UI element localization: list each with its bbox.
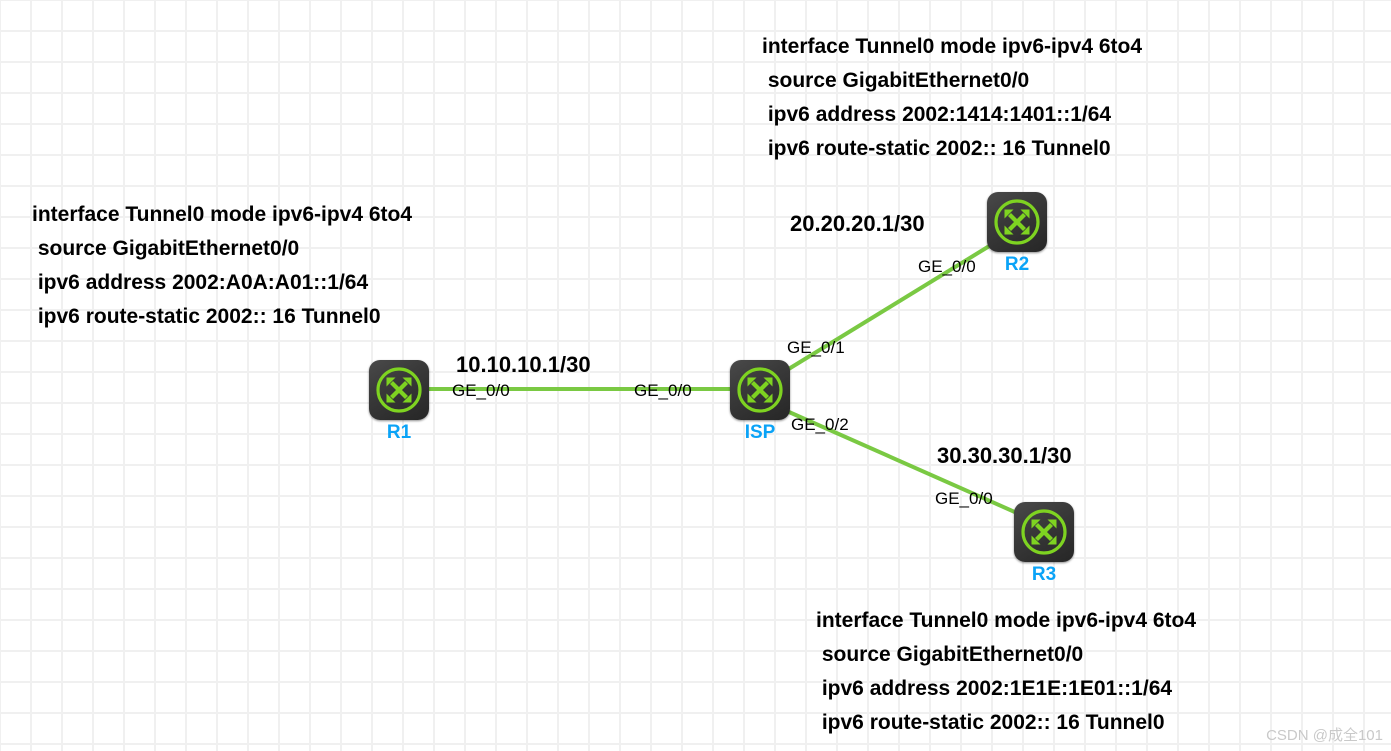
ip-isp-r2: 20.20.20.1/30 — [790, 211, 925, 236]
config-r3-line-1: source GigabitEthernet0/0 — [816, 643, 1084, 666]
router-glyph — [1021, 509, 1067, 555]
link-isp-r2[interactable] — [785, 243, 993, 372]
config-r2-line-0: interface Tunnel0 mode ipv6-ipv4 6to4 — [762, 35, 1143, 58]
router-glyph — [376, 367, 422, 413]
config-r1-line-0: interface Tunnel0 mode ipv6-ipv4 6to4 — [32, 203, 413, 226]
node-label-r3: R3 — [1031, 564, 1057, 585]
ip-r1-isp: 10.10.10.1/30 — [456, 352, 591, 377]
router-icon — [374, 365, 424, 415]
config-r3: interface Tunnel0 mode ipv6-ipv4 6to4 so… — [816, 604, 1196, 740]
config-r3-line-3: ipv6 route-static 2002:: 16 Tunnel0 — [816, 711, 1165, 734]
node-r3[interactable]: R3 — [1014, 502, 1074, 585]
config-r2: interface Tunnel0 mode ipv6-ipv4 6to4 so… — [762, 30, 1142, 166]
router-icon — [1019, 507, 1069, 557]
config-r3-line-2: ipv6 address 2002:1E1E:1E01::1/64 — [816, 677, 1173, 700]
router-glyph — [994, 199, 1040, 245]
link-isp-r3[interactable] — [788, 410, 1018, 515]
config-r1-line-1: source GigabitEthernet0/0 — [32, 237, 300, 260]
if-isp-ge01: GE_0/1 — [787, 338, 845, 357]
if-r1-ge00: GE_0/0 — [452, 381, 510, 400]
if-r2-ge00: GE_0/0 — [918, 257, 976, 276]
ip-isp-r3: 30.30.30.1/30 — [937, 443, 1072, 468]
if-isp-ge00: GE_0/0 — [634, 381, 692, 400]
config-r1-line-2: ipv6 address 2002:A0A:A01::1/64 — [32, 271, 369, 294]
node-isp[interactable]: ISP — [730, 360, 790, 443]
node-label-r1: R1 — [386, 422, 412, 443]
node-label-isp: ISP — [744, 422, 776, 443]
config-r1: interface Tunnel0 mode ipv6-ipv4 6to4 so… — [32, 198, 412, 334]
watermark: CSDN @成全101 — [1266, 727, 1383, 744]
config-r1-line-3: ipv6 route-static 2002:: 16 Tunnel0 — [32, 305, 381, 328]
config-r2-line-1: source GigabitEthernet0/0 — [762, 69, 1030, 92]
if-r3-ge00: GE_0/0 — [935, 489, 993, 508]
router-icon — [735, 365, 785, 415]
node-r2[interactable]: R2 — [987, 192, 1047, 275]
config-r3-line-0: interface Tunnel0 mode ipv6-ipv4 6to4 — [816, 609, 1197, 632]
config-r2-line-3: ipv6 route-static 2002:: 16 Tunnel0 — [762, 137, 1111, 160]
node-r1[interactable]: R1 — [369, 360, 429, 443]
config-r2-line-2: ipv6 address 2002:1414:1401::1/64 — [762, 103, 1112, 126]
node-label-r2: R2 — [1004, 254, 1030, 275]
router-icon — [992, 197, 1042, 247]
router-glyph — [737, 367, 783, 413]
if-isp-ge02: GE_0/2 — [791, 415, 849, 434]
